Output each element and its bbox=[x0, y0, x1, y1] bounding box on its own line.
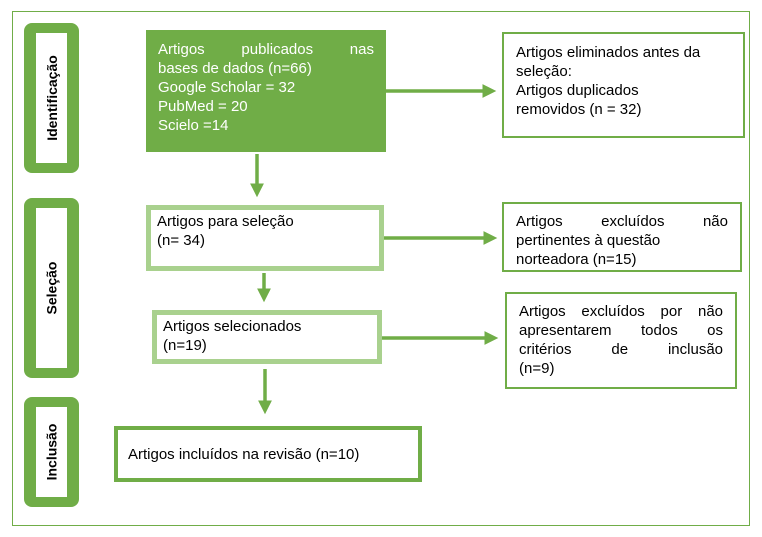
box-excluded-criteria-line2: apresentarem todos os bbox=[519, 322, 723, 339]
box-excluded-not-pertinent-line3: norteadora (n=15) bbox=[516, 251, 637, 268]
box-selected: Artigos selecionados (n=19) bbox=[152, 310, 382, 364]
box-eliminated: Artigos eliminados antes da seleção: Art… bbox=[502, 32, 745, 138]
box-excluded-criteria-line4: (n=9) bbox=[519, 360, 555, 377]
phase-inclusion: Inclusão bbox=[24, 397, 79, 507]
box-published-line2: bases de dados (n=66) bbox=[158, 60, 312, 77]
box-published: Artigos publicados nas bases de dados (n… bbox=[146, 30, 386, 152]
diagram-frame bbox=[12, 11, 750, 526]
phase-selection: Seleção bbox=[24, 198, 79, 378]
box-eliminated-line2: seleção: bbox=[516, 63, 572, 80]
box-for-selection: Artigos para seleção (n= 34) bbox=[146, 205, 384, 271]
box-selected-line2: (n=19) bbox=[163, 337, 207, 354]
box-eliminated-line4: removidos (n = 32) bbox=[516, 101, 642, 118]
box-published-line5: Scielo =14 bbox=[158, 117, 229, 134]
box-published-line4: PubMed = 20 bbox=[158, 98, 248, 115]
box-excluded-not-pertinent-line1: Artigos excluídos não bbox=[516, 213, 728, 230]
box-for-selection-line1: Artigos para seleção bbox=[157, 213, 294, 230]
box-excluded-criteria: Artigos excluídos por não apresentarem t… bbox=[505, 292, 737, 389]
box-included-line1: Artigos incluídos na revisão (n=10) bbox=[128, 445, 360, 463]
box-published-line1: Artigos publicados nas bbox=[158, 41, 374, 58]
box-excluded-criteria-line1: Artigos excluídos por não bbox=[519, 303, 723, 320]
box-for-selection-line2: (n= 34) bbox=[157, 232, 205, 249]
phase-identification: Identificação bbox=[24, 23, 79, 173]
box-published-line3: Google Scholar = 32 bbox=[158, 79, 296, 96]
box-excluded-not-pertinent: Artigos excluídos não pertinentes à ques… bbox=[502, 202, 742, 272]
box-included: Artigos incluídos na revisão (n=10) bbox=[114, 426, 422, 482]
box-eliminated-line3: Artigos duplicados bbox=[516, 82, 639, 99]
box-selected-line1: Artigos selecionados bbox=[163, 318, 302, 335]
box-excluded-not-pertinent-line2: pertinentes à questão bbox=[516, 232, 661, 249]
box-eliminated-line1: Artigos eliminados antes da bbox=[516, 44, 701, 61]
box-excluded-criteria-line3: critérios de inclusão bbox=[519, 341, 723, 358]
